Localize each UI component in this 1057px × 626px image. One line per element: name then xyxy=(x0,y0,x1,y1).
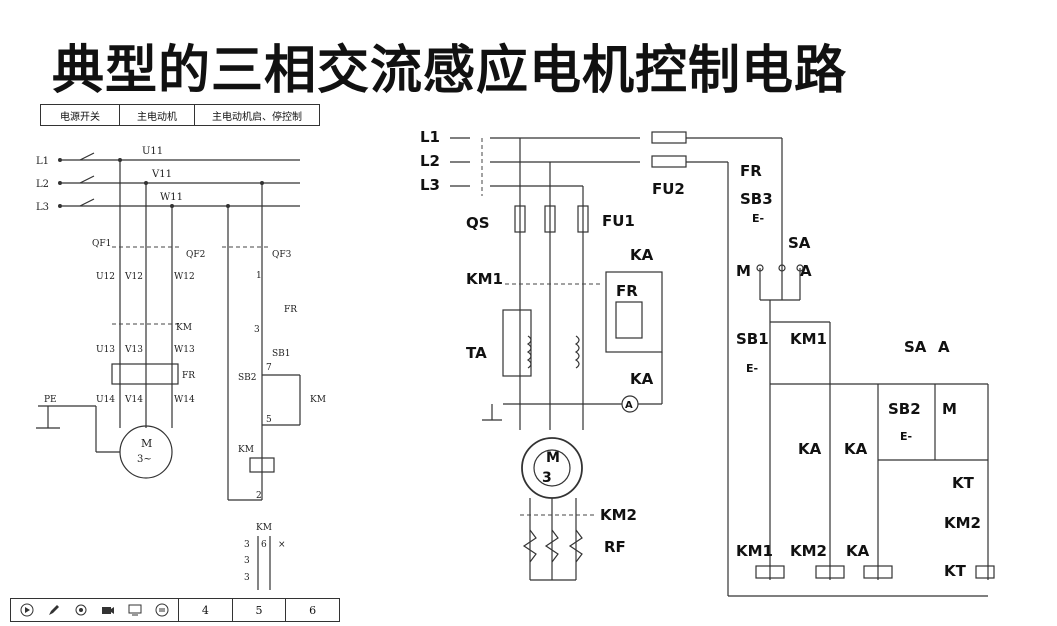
section-header: 电源开关 主电动机 主电动机启、停控制 xyxy=(40,104,320,126)
label-u13: U13 xyxy=(96,345,115,355)
right-label-km2-contact: KM2 xyxy=(944,514,981,532)
label-w13: W13 xyxy=(174,345,195,355)
phase-label-l3: L3 xyxy=(36,202,49,213)
label-v13: V13 xyxy=(124,345,143,355)
right-diagram: L1 L2 L3 QS FU1 FU2 KM1 KA FR TA xyxy=(420,128,995,597)
right-label-coil-km2: KM2 xyxy=(790,542,827,560)
right-motor-3: 3 xyxy=(542,470,552,486)
header-cell-power-switch: 电源开关 xyxy=(41,105,120,125)
right-label-coil-kt: KT xyxy=(944,562,967,580)
right-label-ka1: KA xyxy=(798,440,822,458)
target-icon[interactable] xyxy=(72,601,90,619)
screen-icon[interactable] xyxy=(126,601,144,619)
right-label-e-sb3: E- xyxy=(752,212,764,225)
label-km-main: KM xyxy=(176,323,192,333)
right-label-fu2: FU2 xyxy=(652,180,685,198)
right-label-fr: FR xyxy=(740,162,762,180)
header-cell-main-motor: 主电动机 xyxy=(120,105,195,125)
ammeter-label: A xyxy=(625,400,633,411)
pen-icon[interactable] xyxy=(45,601,63,619)
right-label-coil-ka: KA xyxy=(846,542,870,560)
slide-title: 典型的三相交流感应电机控制电路 xyxy=(52,41,848,101)
label-u12: U12 xyxy=(96,272,115,282)
right-label-sa2: SA xyxy=(904,338,927,356)
line-label-u11: U11 xyxy=(142,146,163,157)
right-label-sb1: SB1 xyxy=(736,330,769,348)
label-w14: W14 xyxy=(174,395,195,405)
right-label-a2: A xyxy=(938,338,950,356)
label-node-3: 3 xyxy=(254,325,260,335)
page-button-5[interactable]: 5 xyxy=(233,599,287,621)
right-label-fu1: FU1 xyxy=(602,212,635,230)
line-label-w11: W11 xyxy=(160,192,183,203)
right-label-fr-box: FR xyxy=(616,282,638,300)
right-label-l2: L2 xyxy=(420,152,440,170)
right-label-e-sb1: E- xyxy=(746,362,758,375)
right-label-coil-km1: KM1 xyxy=(736,542,773,560)
camera-icon[interactable] xyxy=(99,601,117,619)
label-fr-main: FR xyxy=(182,371,195,381)
right-label-km1: KM1 xyxy=(466,270,503,288)
km-table-c: 3 xyxy=(244,556,250,566)
header-cell-start-stop-control: 主电动机启、停控制 xyxy=(212,111,302,123)
right-label-ka-top: KA xyxy=(630,246,654,264)
right-label-m2: M xyxy=(942,400,957,418)
label-km-coil: KM xyxy=(238,445,254,455)
right-label-sb3: SB3 xyxy=(740,190,773,208)
motor-label-m: M xyxy=(141,437,152,450)
right-label-ta: TA xyxy=(466,344,487,362)
page-button-6[interactable]: 6 xyxy=(309,603,317,617)
left-diagram: L1 L2 L3 U11 V11 W11 QF1 QF2 U12 V12 W12… xyxy=(36,146,326,590)
play-circle-icon[interactable] xyxy=(18,601,36,619)
right-label-ka-mid: KA xyxy=(630,370,654,388)
right-motor-m: M xyxy=(546,450,560,466)
presentation-toolbar: 4 5 6 xyxy=(10,598,340,622)
label-sb1: SB1 xyxy=(272,349,291,359)
right-label-km1-hold: KM1 xyxy=(790,330,827,348)
phase-label-l2: L2 xyxy=(36,179,49,190)
comment-icon[interactable] xyxy=(153,601,171,619)
right-label-sa: SA xyxy=(788,234,811,252)
line-label-v11: V11 xyxy=(151,169,172,180)
label-v12: V12 xyxy=(124,272,143,282)
label-sb2: SB2 xyxy=(238,373,257,383)
right-label-qs: QS xyxy=(466,214,490,232)
page-button-4[interactable]: 4 xyxy=(179,599,233,621)
right-label-km2: KM2 xyxy=(600,506,637,524)
right-label-l3: L3 xyxy=(420,176,440,194)
label-qf3: QF3 xyxy=(272,250,292,260)
label-node-7: 7 xyxy=(266,363,272,373)
toolbar-tools xyxy=(11,599,179,621)
km-table-title: KM xyxy=(256,523,272,533)
label-v14: V14 xyxy=(124,395,143,405)
label-u14: U14 xyxy=(96,395,115,405)
label-qf2: QF2 xyxy=(186,250,205,260)
motor-label-3phase: 3~ xyxy=(137,454,152,465)
label-pe: PE xyxy=(44,395,57,405)
phase-label-l1: L1 xyxy=(36,156,49,167)
label-fr-ctrl: FR xyxy=(284,305,297,315)
right-label-l1: L1 xyxy=(420,128,440,146)
label-km-hold: KM xyxy=(310,395,326,405)
km-table-b: 6 xyxy=(261,540,267,550)
km-table-d: 3 xyxy=(244,573,250,583)
label-qf1: QF1 xyxy=(92,239,111,249)
km-table-a: 3 xyxy=(244,540,250,550)
right-label-sb2: SB2 xyxy=(888,400,921,418)
right-label-rf: RF xyxy=(604,538,626,556)
label-node-2: 2 xyxy=(256,491,262,501)
label-node-1: 1 xyxy=(256,271,262,281)
km-table-x: × xyxy=(278,540,286,550)
right-label-kt-contact: KT xyxy=(952,474,975,492)
right-label-e-sb2: E- xyxy=(900,430,912,443)
label-node-5: 5 xyxy=(266,415,272,425)
right-label-ka2: KA xyxy=(844,440,868,458)
label-w12: W12 xyxy=(174,272,195,282)
right-label-m-pos: M xyxy=(736,262,751,280)
